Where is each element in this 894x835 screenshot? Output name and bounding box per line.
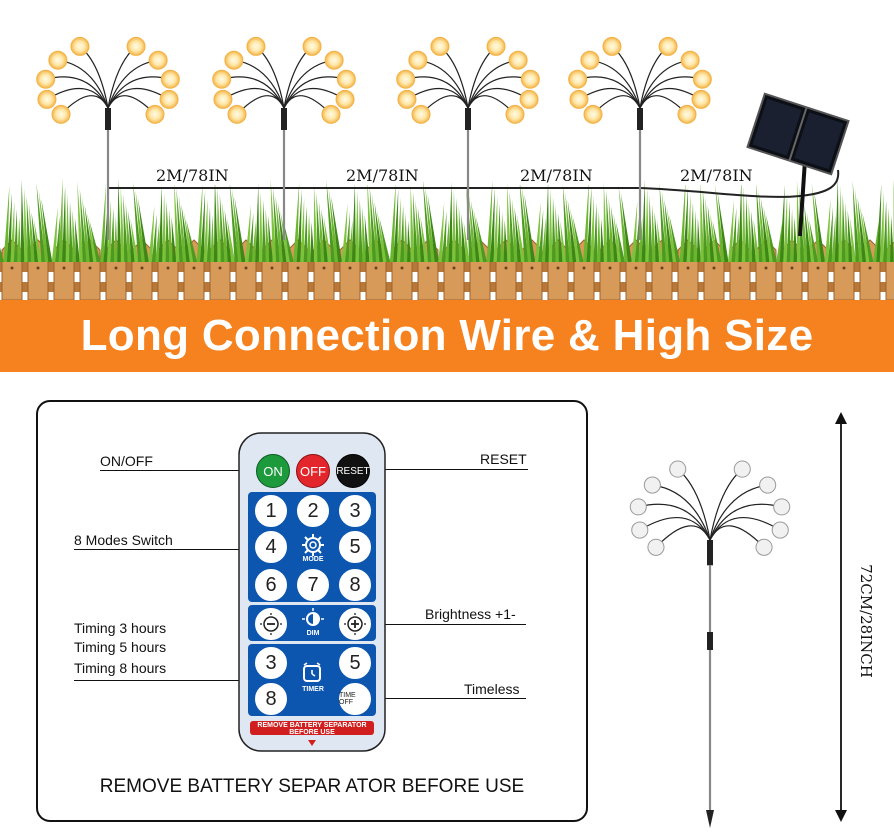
mode-1-button[interactable]: 1 <box>254 494 288 528</box>
timer-caption: TIMER <box>302 686 324 693</box>
distance-label-1: 2M/78IN <box>152 166 233 185</box>
panel-footer-text: REMOVE BATTERY SEPAR ATOR BEFORE USE <box>99 776 525 797</box>
leader-timeless <box>370 698 526 699</box>
label-reset: RESET <box>480 451 527 467</box>
label-timeless: Timeless <box>464 681 520 697</box>
reset-button[interactable]: RESET <box>336 454 370 488</box>
brightness-down-button[interactable] <box>254 607 288 641</box>
timer-8-button[interactable]: 8 <box>254 682 288 716</box>
mode-7-button[interactable]: 7 <box>296 568 330 602</box>
remote-control: ON OFF RESET 1 2 3 4 MODE 5 6 7 8 DIM 3 … <box>238 432 386 752</box>
mode-caption: MODE <box>302 556 324 563</box>
height-text: 72CM/28INCH <box>857 564 875 678</box>
label-timing-3: Timing 3 hours <box>74 620 167 636</box>
mode-4-button[interactable]: 4 <box>254 530 288 564</box>
leader-brightness <box>370 624 526 625</box>
on-button[interactable]: ON <box>256 454 290 488</box>
brightness-minus-icon <box>260 613 282 635</box>
brightness-up-button[interactable] <box>338 607 372 641</box>
timer-5-button[interactable]: 5 <box>338 646 372 680</box>
off-button[interactable]: OFF <box>296 454 330 488</box>
label-timing-8: Timing 8 hours <box>74 660 167 676</box>
solar-panel-icon <box>746 92 850 237</box>
distance-label-2: 2M/78IN <box>342 166 423 185</box>
height-dimension-label: 72CM/28INCH <box>836 540 894 700</box>
solar-wire <box>639 169 840 198</box>
label-modes: 8 Modes Switch <box>74 532 173 548</box>
label-brightness: Brightness +1- <box>425 606 516 622</box>
mode-3-button[interactable]: 3 <box>338 494 372 528</box>
leader-modes <box>74 549 258 550</box>
leader-reset <box>372 469 528 470</box>
mode-gear-icon <box>300 532 326 558</box>
battery-warning-strip: REMOVE BATTERY SEPARATOR BEFORE USE <box>257 722 367 736</box>
mode-6-button[interactable]: 6 <box>254 568 288 602</box>
timer-3-button[interactable]: 3 <box>254 646 288 680</box>
distance-label-4: 2M/78IN <box>676 166 757 185</box>
mode-5-button[interactable]: 5 <box>338 530 372 564</box>
mode-8-button[interactable]: 8 <box>338 568 372 602</box>
distance-label-3: 2M/78IN <box>516 166 597 185</box>
mode-2-button[interactable]: 2 <box>296 494 330 528</box>
alarm-clock-icon <box>301 662 323 684</box>
leader-on-off <box>100 470 258 471</box>
dim-caption: DIM <box>306 630 320 637</box>
headline-banner: Long Connection Wire & High Size <box>0 300 894 372</box>
brightness-plus-icon <box>344 613 366 635</box>
single-firefly-stake <box>629 460 791 828</box>
headline-text: Long Connection Wire & High Size <box>80 311 814 360</box>
grass <box>0 178 894 262</box>
leader-timing <box>74 680 254 681</box>
garden-scene <box>0 36 894 300</box>
label-on-off: ON/OFF <box>100 453 153 469</box>
dim-bulb-icon <box>302 608 324 630</box>
height-arrow <box>835 412 847 822</box>
time-off-button[interactable]: TIME OFF <box>338 682 372 716</box>
label-timing-5: Timing 5 hours <box>74 639 167 655</box>
